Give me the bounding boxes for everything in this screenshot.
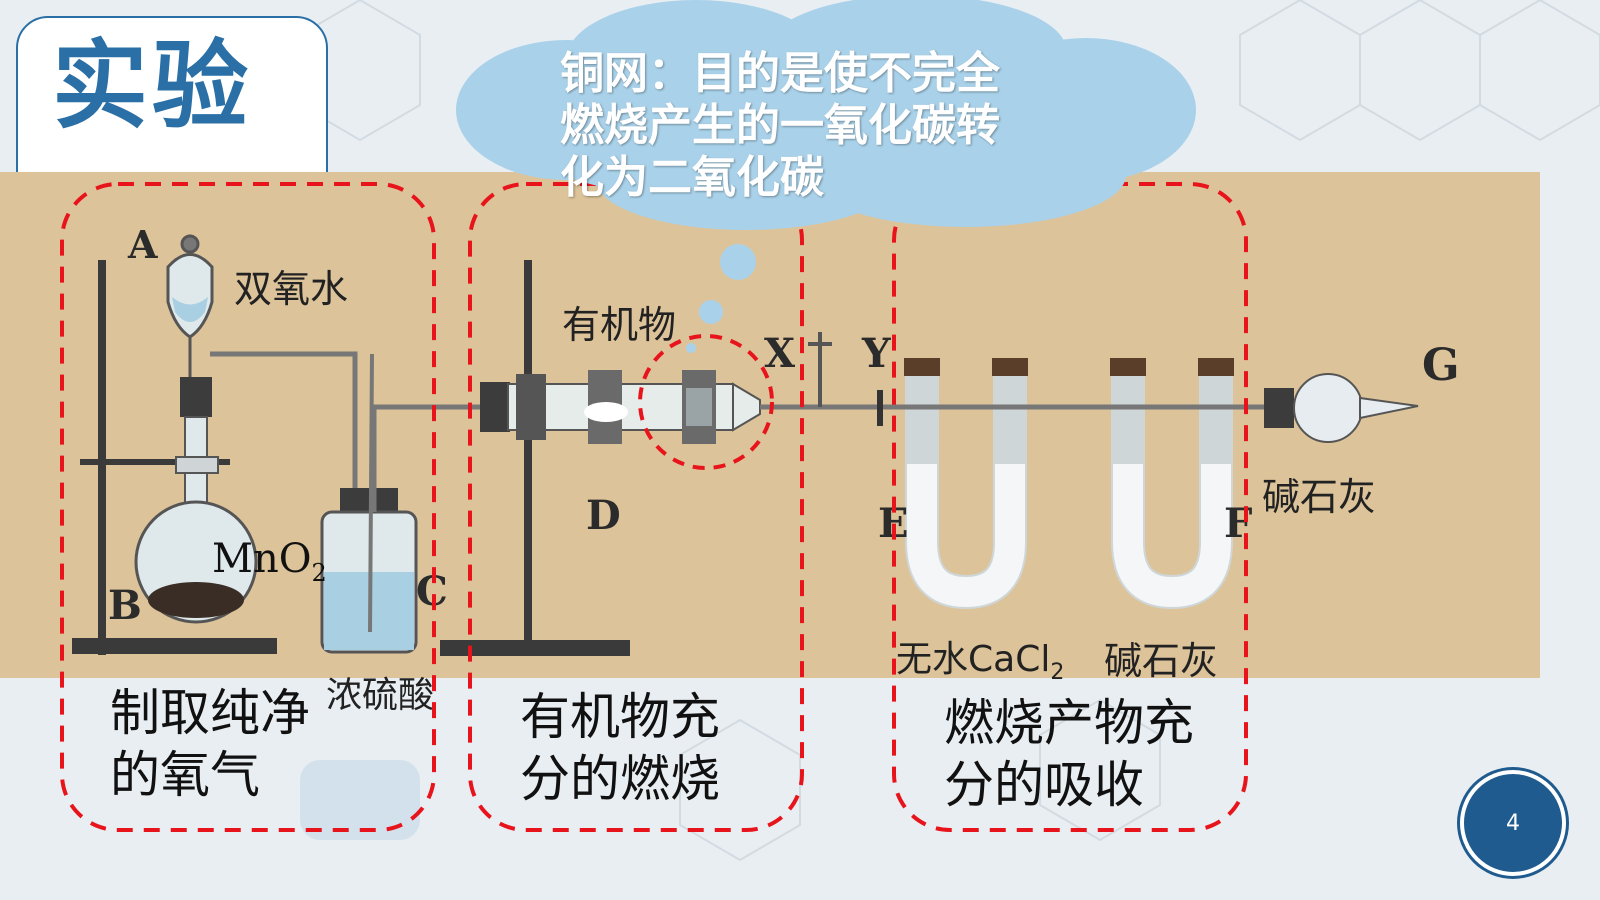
page-number-badge: 4 xyxy=(1460,770,1566,876)
u-tube-f xyxy=(1110,358,1234,610)
callout-text: 铜网：目的是使不完全 燃烧产生的一氧化碳转 化为二氧化碳 xyxy=(560,48,1000,203)
combustion-tube xyxy=(480,370,761,444)
label-d: D xyxy=(586,492,621,539)
label-e: E xyxy=(878,500,909,547)
apparatus-drawing xyxy=(72,234,1419,656)
label-f: F xyxy=(1224,500,1253,547)
label-soda-lime-g: 碱石灰 xyxy=(1262,475,1377,519)
caption-absorption: 燃烧产物充 分的吸收 xyxy=(944,694,1194,814)
label-g: G xyxy=(1422,340,1460,391)
title-tab xyxy=(16,16,328,176)
label-hydrogen-peroxide: 双氧水 xyxy=(234,267,349,311)
label-organic-matter: 有机物 xyxy=(562,303,677,347)
apparatus-photo xyxy=(0,172,1540,678)
label-anhydrous-cacl2: 无水CaCl2 xyxy=(896,639,1065,686)
label-mno2: MnO2 xyxy=(212,536,327,587)
label-b: B xyxy=(108,582,142,629)
drying-tube-g xyxy=(1264,373,1419,443)
slide-title: 实验 xyxy=(52,30,252,142)
separatory-funnel xyxy=(166,234,214,382)
label-y: Y xyxy=(862,330,891,377)
callout-cloud xyxy=(456,0,1196,230)
label-a: A xyxy=(128,222,158,267)
label-x: X xyxy=(764,330,796,377)
gas-bottle xyxy=(320,353,418,654)
label-c: C xyxy=(416,568,448,615)
caption-combustion: 有机物充 分的燃烧 xyxy=(520,688,720,808)
u-tube-e xyxy=(904,358,1028,610)
label-soda-lime-f: 碱石灰 xyxy=(1104,639,1219,683)
caption-oxygen: 制取纯净 的氧气 xyxy=(110,684,310,804)
label-conc-sulfuric-acid: 浓硫酸 xyxy=(326,675,435,716)
